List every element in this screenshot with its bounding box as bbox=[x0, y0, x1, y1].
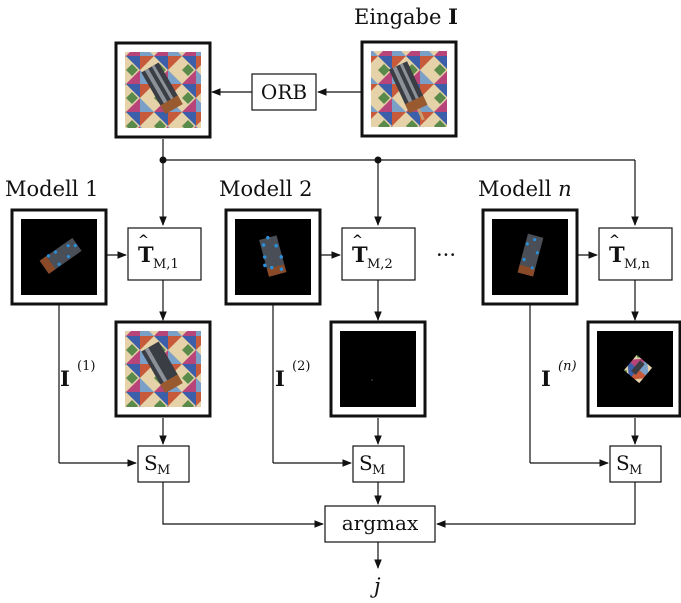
model-2-title: Modell 2 bbox=[219, 177, 313, 201]
orb-output-image bbox=[114, 41, 212, 139]
model-1-render-image bbox=[114, 320, 212, 418]
model-2-s-box: S M bbox=[352, 445, 405, 483]
model-1-s-label: S bbox=[144, 451, 158, 475]
model-n-s-sub: M bbox=[629, 463, 642, 478]
model-n-s-box: S M bbox=[609, 445, 662, 483]
model-n-t-box: T ^ M,n bbox=[598, 227, 673, 281]
model-1-title: Modell 1 bbox=[5, 177, 99, 201]
edge-s1-argmax bbox=[162, 482, 324, 528]
orb-label: ORB bbox=[261, 80, 307, 104]
model-2-render-image bbox=[329, 320, 427, 418]
model-n-t-hat: ^ bbox=[609, 233, 620, 248]
model-1-image bbox=[10, 208, 108, 306]
model-1-s-box: S M bbox=[137, 445, 190, 483]
model-1-s-sub: M bbox=[157, 463, 170, 478]
argmax-box: argmax bbox=[324, 505, 436, 543]
argmax-label: argmax bbox=[342, 511, 419, 535]
model-n-t-sub: M,n bbox=[624, 257, 650, 272]
model-2-t-symbol: T bbox=[352, 242, 368, 267]
model-n-s-label: S bbox=[616, 451, 630, 475]
model-1-t-symbol: T bbox=[138, 242, 154, 267]
model-2-i-symbol: I bbox=[275, 366, 285, 391]
model-2-t-hat: ^ bbox=[352, 233, 363, 248]
model-2-i-sup: (2) bbox=[292, 359, 310, 374]
bus-junction-1 bbox=[159, 156, 167, 164]
model-2-t-sub: M,2 bbox=[367, 257, 393, 272]
model-n-i-sup: (n) bbox=[558, 359, 577, 374]
model-n-render-image bbox=[586, 320, 681, 418]
model-2-s-label: S bbox=[359, 451, 373, 475]
edge-sn-argmax bbox=[436, 482, 636, 528]
model-n-image bbox=[481, 208, 579, 306]
input-label: Eingabe I bbox=[354, 4, 458, 29]
input-image bbox=[360, 40, 458, 138]
model-1-i-symbol: I bbox=[60, 366, 70, 391]
model-1-i-sup: (1) bbox=[77, 359, 95, 374]
model-n-t-symbol: T bbox=[609, 242, 625, 267]
ellipsis: ··· bbox=[436, 243, 456, 267]
model-2-s-sub: M bbox=[372, 463, 385, 478]
model-1-t-box: T ^ M,1 bbox=[127, 227, 202, 281]
model-n-i-symbol: I bbox=[541, 366, 551, 391]
orb-box: ORB bbox=[251, 73, 317, 111]
model-1-t-sub: M,1 bbox=[153, 257, 179, 272]
model-1-t-hat: ^ bbox=[138, 233, 149, 248]
model-n-title: Modell n bbox=[478, 177, 572, 201]
model-2-image bbox=[224, 208, 322, 306]
output-label: j bbox=[370, 574, 381, 598]
model-2-t-box: T ^ M,2 bbox=[341, 227, 416, 281]
